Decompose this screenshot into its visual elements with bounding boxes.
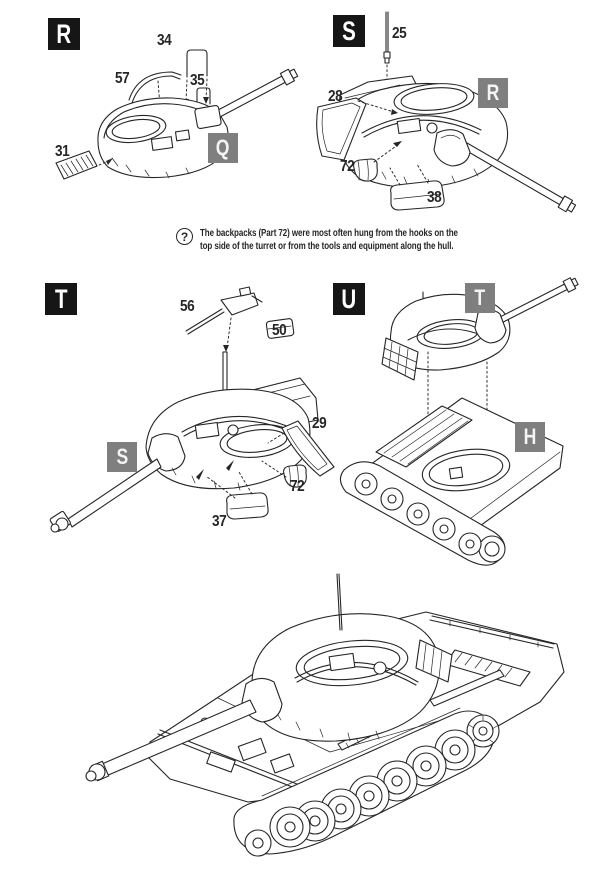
ref-label-h: H: [523, 424, 537, 449]
hint-note-line2: top side of the turret or from the tools…: [200, 240, 454, 252]
part-number-38: 38: [427, 189, 442, 206]
part-number-37: 37: [212, 513, 227, 530]
ref-label-r: R: [486, 80, 500, 105]
part-28-panel-drawing: [316, 97, 398, 161]
part-56-machine-gun-drawing: [185, 286, 263, 352]
part-number-28: 28: [328, 88, 343, 105]
ref-label-q: Q: [216, 135, 230, 160]
step-s-illustration: [316, 11, 577, 213]
tank-turret-drawing: [85, 613, 453, 782]
part-number-57: 57: [115, 70, 130, 87]
step-t-illustration: [49, 286, 335, 533]
tank-antenna-drawing: [336, 573, 343, 631]
part-number-56: 56: [180, 298, 195, 315]
ref-label-t: T: [474, 285, 486, 310]
part-number-25: 25: [392, 25, 407, 42]
part-number-72-s: 72: [340, 158, 355, 175]
turret-t-assembly-drawing: [381, 277, 579, 381]
step-u-illustration: [339, 277, 579, 566]
hint-note-text: The backpacks (Part 72) were most often …: [200, 228, 458, 253]
step-box-t: T: [45, 283, 77, 315]
part-number-35: 35: [190, 72, 205, 89]
part-number-34: 34: [157, 32, 172, 49]
step-box-r: R: [48, 18, 80, 50]
part-29-panel-drawing: [267, 420, 335, 477]
ref-label-s: S: [116, 444, 128, 469]
part-number-29: 29: [312, 415, 327, 432]
step-box-s: S: [333, 15, 365, 47]
hint-note: ? The backpacks (Part 72) were most ofte…: [176, 228, 506, 253]
ref-box-r: R: [478, 78, 508, 108]
step-label-s: S: [342, 15, 356, 46]
part-31-rack-drawing: [55, 150, 113, 180]
step-label-r: R: [56, 18, 72, 49]
turret-s-drawing: [49, 351, 319, 533]
ref-box-s: S: [107, 442, 137, 472]
part-number-31: 31: [55, 143, 70, 160]
finished-tank-illustration: [85, 573, 565, 857]
part-number-72-t: 72: [290, 478, 305, 495]
question-icon: ?: [176, 228, 193, 245]
step-label-t: T: [54, 283, 68, 314]
part-72-backpack-drawing-t: [261, 460, 307, 488]
hull-h-drawing: [339, 397, 564, 566]
tank-track-drawing: [233, 707, 500, 857]
ref-box-h: H: [515, 422, 545, 452]
step-r-illustration: [55, 49, 299, 180]
ref-box-q: Q: [208, 133, 238, 163]
turret-r-drawing: [335, 75, 577, 213]
part-38-tray-drawing: [389, 163, 445, 211]
part-37-tray-drawing: [205, 471, 269, 520]
part-number-50: 50: [272, 322, 287, 339]
part-50-box-drawing: [265, 318, 295, 339]
hint-note-line1: The backpacks (Part 72) were most often …: [200, 228, 458, 239]
step-box-u: U: [333, 283, 365, 315]
step-label-u: U: [341, 283, 357, 314]
ref-box-t: T: [465, 283, 495, 313]
part-72-backpack-drawing-s: [353, 141, 402, 182]
